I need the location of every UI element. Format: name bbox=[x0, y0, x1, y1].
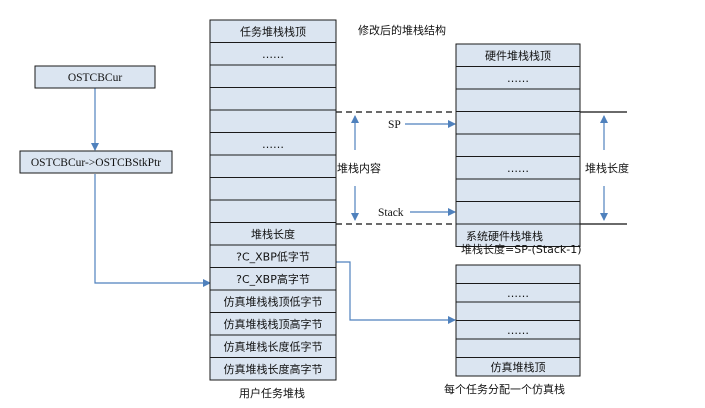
sim-stack-caption: 每个任务分配一个仿真栈 bbox=[444, 382, 565, 396]
hw-stack-cell-4 bbox=[455, 133, 581, 157]
task-stack-cell-4 bbox=[209, 109, 337, 133]
task-stack-cell-label-9: 堆栈长度 bbox=[251, 227, 295, 241]
stack-label: Stack bbox=[378, 207, 404, 219]
task-stack-cell-label-1: …… bbox=[262, 48, 284, 61]
task-stack-cell-6 bbox=[209, 154, 337, 178]
arrow-stkptr-to-task-stack bbox=[94, 174, 211, 287]
hw-stack-cell-label-1: …… bbox=[507, 72, 529, 85]
pointer-boxes: OSTCBCur OSTCBCur->OSTCBStkPtr bbox=[19, 65, 173, 174]
sim-stack-cell-2 bbox=[455, 301, 581, 321]
hw-stack-cell-7 bbox=[455, 201, 581, 225]
stack-content-label: 堆栈内容 bbox=[337, 161, 381, 175]
ostcbstkptr-box bbox=[19, 150, 173, 174]
sim-stack-cell-label-1: …… bbox=[507, 287, 529, 300]
task-stack-cell-7 bbox=[209, 177, 337, 201]
hw-stack-cell-3 bbox=[455, 111, 581, 135]
connectors bbox=[91, 88, 627, 324]
hw-stack-cell-6 bbox=[455, 178, 581, 202]
ostcbstkptr-label: OSTCBCur->OSTCBStkPtr bbox=[31, 157, 161, 169]
hw-stack-cell-label-5: …… bbox=[507, 162, 529, 175]
stack-length-label: 堆栈长度 bbox=[585, 161, 629, 175]
task-stack-cell-label-14: 仿真堆栈长度低字节 bbox=[224, 339, 323, 353]
sim-stack-cell-5 bbox=[455, 357, 581, 377]
sim-stack-cell-4 bbox=[455, 338, 581, 358]
sim-stack-cell-label-3: …… bbox=[507, 324, 529, 337]
sim-stack: …… …… 仿真堆栈顶 bbox=[455, 264, 581, 377]
diagram-labels: 修改后的堆栈结构 用户任务堆栈 堆栈内容 SP Stack 堆栈长度 系统硬件栈… bbox=[239, 23, 629, 400]
task-stack-cell-label-13: 仿真堆栈栈顶高字节 bbox=[224, 317, 323, 331]
task-stack-caption: 用户任务堆栈 bbox=[239, 386, 305, 400]
ostcbcur-label: OSTCBCur bbox=[68, 72, 122, 84]
task-stack-cell-label-0: 任务堆栈栈顶 bbox=[240, 24, 306, 38]
sp-label: SP bbox=[388, 119, 401, 131]
hw-stack-caption: 系统硬件栈堆栈 bbox=[466, 229, 543, 243]
task-stack-cell-label-5: …… bbox=[262, 138, 284, 151]
task-stack: 任务堆栈栈顶 …… …… 堆栈长度 ?C_XBP低字节 ?C_XBP高字节仿真堆栈栈顶低字… bbox=[209, 19, 337, 381]
sim-stack-cell-0 bbox=[455, 264, 581, 284]
hw-stack-cell-8 bbox=[455, 223, 581, 247]
task-stack-cell-15 bbox=[209, 357, 337, 381]
hw-length-formula: 堆栈长度=SP-(Stack-1) bbox=[461, 242, 582, 256]
task-stack-cell-label-10: ?C_XBP低字节 bbox=[236, 249, 310, 263]
task-stack-cell-label-12: 仿真堆栈栈顶低字节 bbox=[224, 294, 323, 308]
task-stack-cell-8 bbox=[209, 199, 337, 223]
hw-stack-cell-label-0: 硬件堆栈栈顶 bbox=[485, 48, 551, 62]
task-stack-cell-label-11: ?C_XBP高字节 bbox=[236, 272, 310, 286]
arrow-xbp-to-sim-stack bbox=[336, 261, 456, 324]
ostcbcur-box bbox=[34, 65, 156, 89]
sim-stack-cell-label-5: 仿真堆栈顶 bbox=[491, 360, 546, 374]
task-stack-cell-label-15: 仿真堆栈长度高字节 bbox=[224, 362, 323, 376]
task-stack-cell-2 bbox=[209, 64, 337, 88]
diagram-title: 修改后的堆栈结构 bbox=[358, 23, 446, 37]
hw-stack: 硬件堆栈栈顶 …… …… bbox=[455, 43, 581, 247]
task-stack-cell-3 bbox=[209, 87, 337, 111]
hw-stack-cell-2 bbox=[455, 88, 581, 112]
